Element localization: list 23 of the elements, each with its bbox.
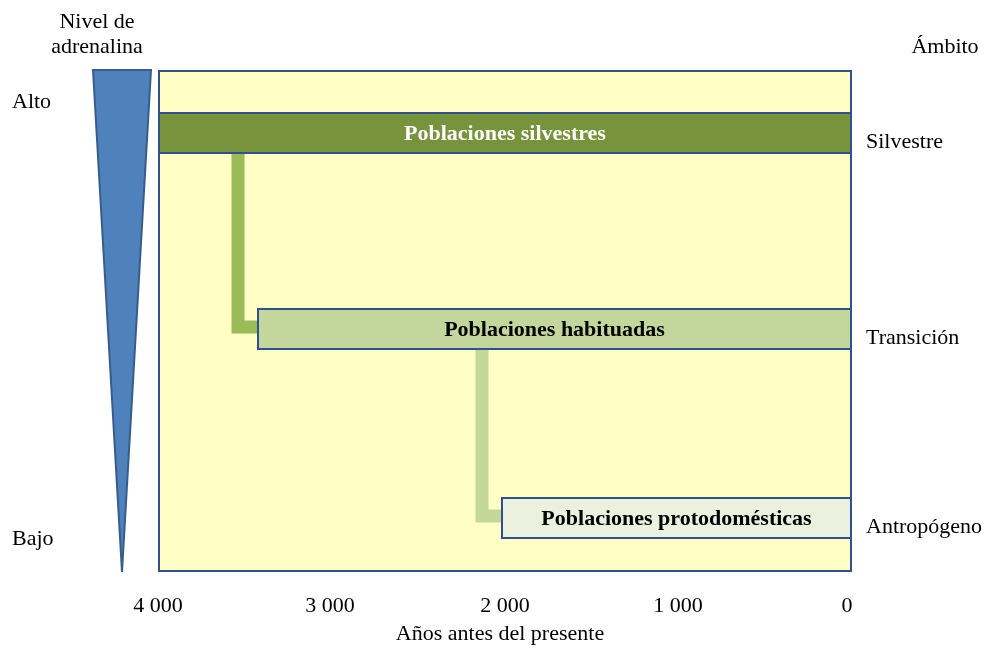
- bar-label: Poblaciones protodomésticas: [541, 505, 812, 531]
- tick-label: 2 000: [480, 592, 530, 617]
- connector: [231, 154, 257, 334]
- connector: [475, 350, 501, 523]
- zone-label: Transición: [866, 324, 960, 349]
- zone-label: Silvestre: [866, 128, 943, 153]
- tick-label: 3 000: [305, 592, 355, 617]
- column-title: Ámbito: [911, 33, 979, 58]
- level-label: Alto: [12, 88, 52, 113]
- tick-label: 0: [841, 592, 853, 617]
- population-bar: [501, 497, 852, 539]
- population-bar: [257, 308, 852, 350]
- zone-label: Antropógeno: [866, 513, 983, 538]
- chart-panel: [158, 70, 852, 572]
- axis-title: Nivel de adrenalina: [50, 8, 144, 58]
- level-label: Bajo: [12, 525, 54, 550]
- tick-label: 4 000: [133, 592, 183, 617]
- population-bar: [158, 112, 852, 154]
- bar-label: Poblaciones silvestres: [404, 120, 606, 146]
- axis-title: Años antes del presente: [395, 620, 605, 645]
- bar-label: Poblaciones habituadas: [444, 316, 665, 342]
- tick-label: 1 000: [653, 592, 703, 617]
- level-wedge: [91, 69, 153, 573]
